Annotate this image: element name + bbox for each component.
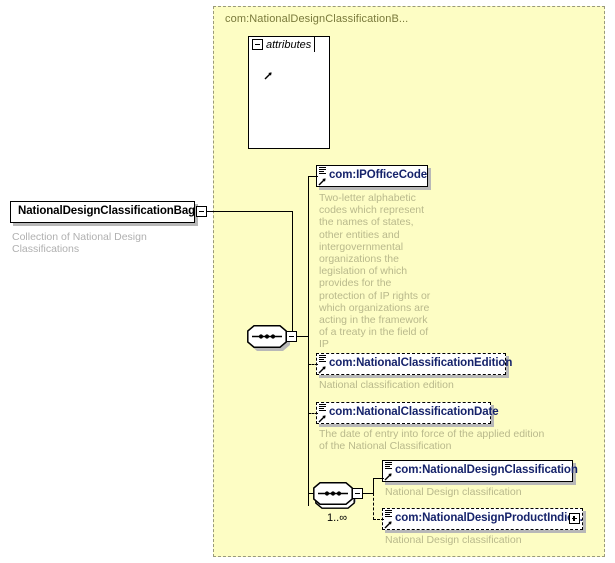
element-expand-toggle-nationaldesignproductindic[interactable]: [569, 513, 580, 524]
element-box-ipofficecode[interactable]: com:IPOfficeCode: [316, 165, 431, 190]
element-lines-icon: [319, 167, 326, 174]
connector-branch-bus: [308, 176, 310, 506]
connector-trunk-vertical-lower: [292, 211, 294, 337]
sequence-node-main[interactable]: [247, 325, 290, 351]
sequence-inner-cardinality: 1..∞: [327, 512, 348, 524]
sequence-node-inner[interactable]: [313, 482, 356, 509]
element-label-ipofficecode: com:IPOfficeCode: [329, 169, 428, 182]
attributes-container: [248, 36, 330, 149]
complex-type-title: com:NationalDesignClassificationB...: [225, 13, 409, 25]
element-box-nationaldesignclassification[interactable]: com:NationalDesignClassification: [382, 460, 578, 485]
element-annotation-nationaldesignclassification: National Design classification: [385, 486, 522, 498]
connector-sequence-main-out: [297, 336, 309, 338]
connector-branch-nationaldesignproductindic: [373, 519, 384, 520]
root-element-box[interactable]: NationalDesignClassificationBag: [10, 201, 198, 226]
root-element-annotation: Collection of National Design Classifica…: [12, 231, 147, 256]
connector-branch-nationalclassificationedition: [308, 364, 318, 365]
connector-root-to-trunk: [207, 211, 293, 213]
element-arrow-icon: [318, 177, 327, 186]
element-arrow-icon: [318, 414, 327, 423]
connector-branch-inner-sequence: [308, 493, 314, 495]
sequence-inner-collapse-toggle[interactable]: [352, 488, 363, 499]
element-lines-icon: [385, 462, 392, 469]
element-lines-icon: [319, 404, 326, 411]
attribute-arrow-icon: [264, 71, 273, 80]
element-face-nationaldesignproductindic: com:NationalDesignProductIndic...: [382, 508, 583, 530]
sequence-main-collapse-toggle[interactable]: [286, 331, 297, 342]
element-box-nationalclassificationedition[interactable]: com:NationalClassificationEdition: [316, 353, 512, 378]
element-annotation-nationaldesignproductindic: National Design classification: [385, 534, 522, 546]
attributes-tab-mask: [250, 50, 313, 53]
connector-branch-nationalclassificationdate: [308, 413, 318, 414]
element-label-nationaldesignclassification: com:NationalDesignClassification: [395, 464, 578, 477]
element-face-nationaldesignclassification: com:NationalDesignClassification: [382, 460, 578, 482]
root-element-face: NationalDesignClassificationBag: [10, 201, 195, 223]
element-box-nationalclassificationdate[interactable]: com:NationalClassificationDate: [316, 402, 499, 427]
attributes-group-label: attributes: [266, 38, 312, 51]
sequence-node-shape: [247, 325, 287, 348]
connector-inner-bus: [373, 478, 375, 493]
root-element-label: NationalDesignClassificationBag: [18, 205, 196, 218]
element-annotation-ipofficecode: Two-letter alphabetic codes which repres…: [319, 192, 431, 351]
attributes-group-header[interactable]: attributes: [248, 36, 315, 52]
sequence-node-shape: [313, 482, 353, 505]
connector-sequence-inner-out: [363, 493, 374, 495]
element-lines-icon: [385, 510, 392, 517]
element-annotation-nationalclassificationedition: National classification edition: [319, 379, 454, 391]
connector-inner-bus-dashed: [373, 493, 374, 520]
connector-branch-nationaldesignclassification: [373, 478, 384, 480]
element-label-nationaldesignproductindic: com:NationalDesignProductIndic...: [395, 512, 583, 525]
element-face-nationalclassificationdate: com:NationalClassificationDate: [316, 402, 499, 424]
element-face-nationalclassificationedition: com:NationalClassificationEdition: [316, 353, 512, 375]
element-label-nationalclassificationedition: com:NationalClassificationEdition: [329, 357, 513, 370]
element-lines-icon: [319, 355, 326, 362]
element-annotation-nationalclassificationdate: The date of entry into force of the appl…: [319, 428, 545, 453]
element-arrow-icon: [384, 520, 393, 529]
element-arrow-icon: [384, 472, 393, 481]
element-box-nationaldesignproductindic[interactable]: com:NationalDesignProductIndic...: [382, 508, 586, 533]
connector-branch-ipofficecode: [308, 176, 318, 178]
element-label-nationalclassificationdate: com:NationalClassificationDate: [329, 406, 499, 419]
element-arrow-icon: [318, 365, 327, 374]
root-element-collapse-toggle[interactable]: [196, 206, 207, 217]
attributes-collapse-toggle[interactable]: [252, 39, 263, 50]
element-face-ipofficecode: com:IPOfficeCode: [316, 165, 428, 187]
